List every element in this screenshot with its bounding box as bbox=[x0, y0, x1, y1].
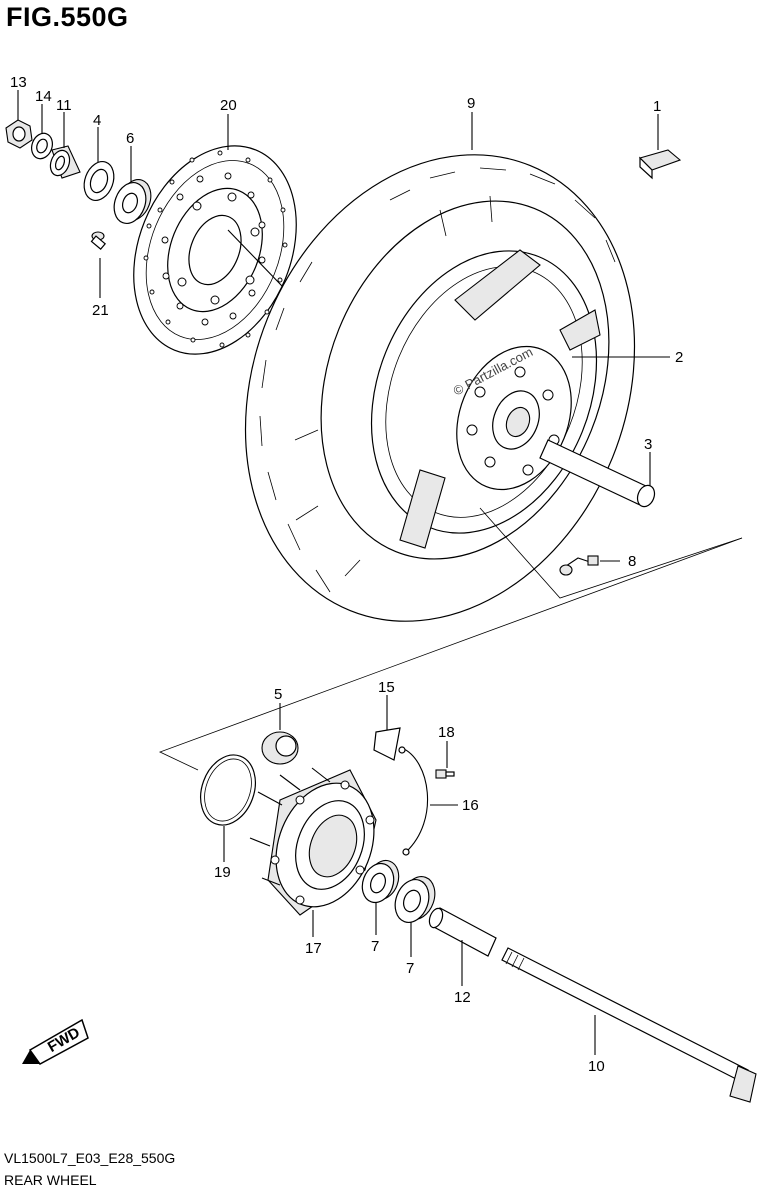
callout-15: 15 bbox=[378, 679, 395, 696]
screw-18[interactable] bbox=[435, 769, 455, 779]
valve-8[interactable] bbox=[559, 555, 599, 576]
balance-weight-1[interactable] bbox=[638, 149, 682, 180]
callout-21: 21 bbox=[92, 302, 109, 319]
bearing-7a[interactable] bbox=[357, 856, 404, 907]
callout-11: 11 bbox=[56, 97, 72, 114]
rear-axle-10[interactable] bbox=[501, 947, 757, 1103]
callout-14: 14 bbox=[35, 88, 52, 105]
callout-16: 16 bbox=[462, 797, 479, 814]
callout-19: 19 bbox=[214, 864, 231, 881]
assembly-lines bbox=[158, 507, 743, 771]
figure-subtitle: REAR WHEEL bbox=[4, 1172, 97, 1188]
callout-20: 20 bbox=[220, 97, 237, 114]
axle-sleeve-3[interactable] bbox=[539, 439, 658, 509]
callout-1: 1 bbox=[653, 98, 661, 115]
callout-17: 17 bbox=[305, 940, 322, 957]
bearing-6[interactable] bbox=[109, 175, 157, 228]
rear-hub-17[interactable] bbox=[249, 767, 392, 922]
o-ring-19[interactable] bbox=[191, 747, 264, 832]
callout-labels: 13 14 11 4 6 20 9 1 21 2 3 8 5 15 18 16 … bbox=[10, 74, 683, 1075]
circlip-16[interactable] bbox=[398, 746, 429, 856]
callout-18: 18 bbox=[438, 724, 455, 741]
callout-6: 6 bbox=[126, 130, 134, 147]
callout-12: 12 bbox=[454, 989, 471, 1006]
retainer-15[interactable] bbox=[373, 727, 401, 761]
callout-13: 13 bbox=[10, 74, 27, 91]
callout-8: 8 bbox=[628, 553, 636, 570]
figure-code: VL1500L7_E03_E28_550G bbox=[4, 1150, 176, 1166]
fwd-arrow-icon: FWD bbox=[22, 1018, 89, 1065]
figure-title: FIG.550G bbox=[6, 2, 129, 32]
callout-9: 9 bbox=[467, 95, 475, 112]
callout-3: 3 bbox=[644, 436, 652, 453]
bearing-7b[interactable] bbox=[389, 872, 440, 927]
oil-seal-4[interactable] bbox=[79, 157, 119, 204]
nut-13[interactable] bbox=[5, 119, 33, 149]
damper-5[interactable] bbox=[261, 731, 299, 765]
callout-2: 2 bbox=[675, 349, 683, 366]
washer-14[interactable] bbox=[28, 130, 56, 161]
bolt-21[interactable] bbox=[90, 231, 107, 251]
callout-7b: 7 bbox=[406, 960, 414, 977]
callout-7a: 7 bbox=[371, 938, 379, 955]
callout-10: 10 bbox=[588, 1058, 605, 1075]
spacer-12[interactable] bbox=[427, 907, 497, 957]
spacer-11[interactable] bbox=[47, 145, 81, 179]
callout-5: 5 bbox=[274, 686, 282, 703]
leader-lines bbox=[17, 90, 670, 1055]
callout-4: 4 bbox=[93, 112, 101, 129]
brake-disc[interactable] bbox=[104, 121, 326, 378]
